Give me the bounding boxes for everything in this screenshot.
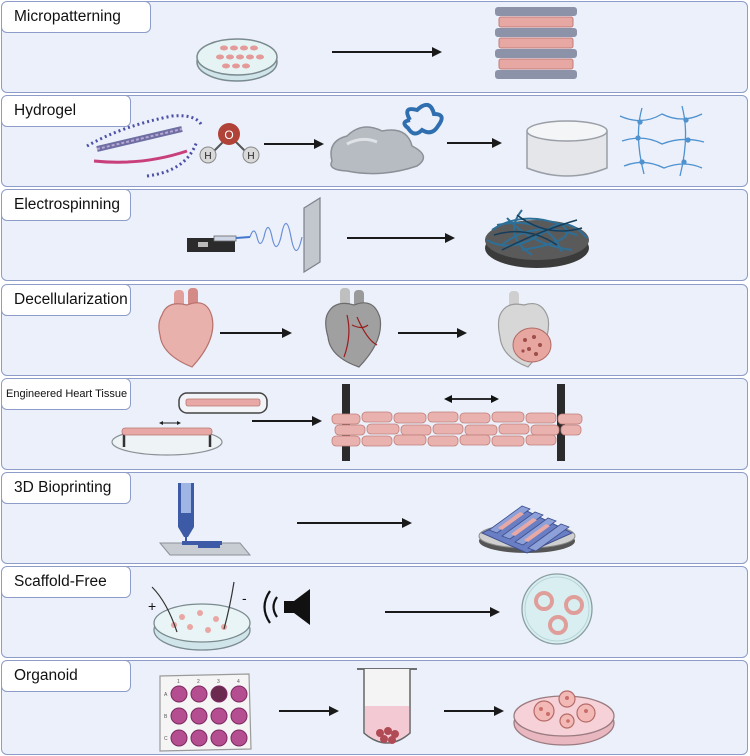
petri-dish-icon [196,38,278,82]
arrow-icon [220,328,292,338]
organoid-dish-icon [513,690,615,746]
polymer-network-icon [619,105,705,177]
svg-text:C: C [164,736,168,742]
panel-title: Engineered Heart Tissue [2,379,131,410]
arrow-icon [252,416,322,426]
u-bottom-well-icon [357,668,417,744]
hydrogel-illustration: O H H [86,102,705,178]
svg-text:-: - [242,590,247,606]
gel-blob-icon [330,126,425,175]
electrode-dish-icon: + - [148,581,251,651]
arrow-icon [297,518,412,528]
svg-text:B: B [164,714,168,720]
panel-decellularization: Decellularization [1,284,748,376]
micropatterning-illustration [196,7,577,82]
cell-rings-dish-icon [521,573,593,645]
svg-text:3: 3 [217,679,220,685]
arrow-icon [332,47,442,57]
svg-text:O: O [224,128,233,142]
scaffold-free-illustration: + - [148,573,593,651]
printed-scaffold-icon [478,505,576,554]
svg-text:A: A [164,692,168,698]
well-plate-icon: 1 2 3 4 A B C [159,673,252,752]
arrow-icon [264,139,324,149]
patterned-cell-layers-icon [495,7,577,79]
coiled-polymer-icon [402,102,444,136]
organoid-illustration: 1 2 3 4 A B C [159,668,615,752]
svg-text:1: 1 [177,679,180,685]
svg-text:4: 4 [237,679,240,685]
panel-scaffold-free: Scaffold-Free + - [1,566,748,658]
svg-text:H: H [247,151,254,162]
native-heart-icon [158,288,214,368]
arrow-icon [447,138,502,148]
svg-text:2: 2 [197,679,200,685]
engineered-heart-tissue-illustration [111,384,583,461]
panel-title: Scaffold-Free [2,567,131,598]
water-molecule-icon: O H H [199,123,260,164]
panel-title: 3D Bioprinting [2,473,131,504]
electrospinning-illustration [187,196,589,274]
arrow-icon [385,607,500,617]
panel-micropatterning: Micropatterning [1,1,748,93]
arrow-icon [398,328,467,338]
bioprinter-nozzle-icon [158,483,252,556]
decellularized-heart-icon [325,288,382,368]
arrow-icon [347,233,455,243]
collector-plate-icon [303,196,321,274]
arrow-icon [444,706,504,716]
syringe-pump-icon [187,235,251,252]
panel-3d-bioprinting: 3D Bioprinting [1,472,748,564]
panel-organoid: Organoid 1 2 3 4 A B C [1,660,748,755]
arrow-icon [279,706,339,716]
polymer-chains-icon [86,114,204,178]
panel-hydrogel: Hydrogel O H H [1,95,748,187]
panel-electrospinning: Electrospinning [1,189,748,281]
fiber-scaffold-icon [485,209,589,268]
decellularization-illustration [158,288,552,368]
tissue-on-posts-dish-icon [111,421,223,456]
panel-title: Micropatterning [2,2,151,33]
svg-text:H: H [204,151,211,162]
tissue-strip-frame-icon [178,392,268,414]
svg-text:+: + [148,598,156,614]
hydrogel-disc-icon [526,120,608,177]
panel-title: Organoid [2,661,131,692]
speaker-icon [263,589,310,625]
panel-title: Electrospinning [2,190,131,221]
recellularized-heart-icon [497,291,552,368]
panel-engineered-heart-tissue: Engineered Heart Tissue [1,378,748,470]
bioprinting-illustration [158,483,576,556]
panel-title: Decellularization [2,285,131,316]
panel-title: Hydrogel [2,96,131,127]
fiber-jet-icon [249,222,303,252]
aligned-tissue-icon [331,384,583,461]
